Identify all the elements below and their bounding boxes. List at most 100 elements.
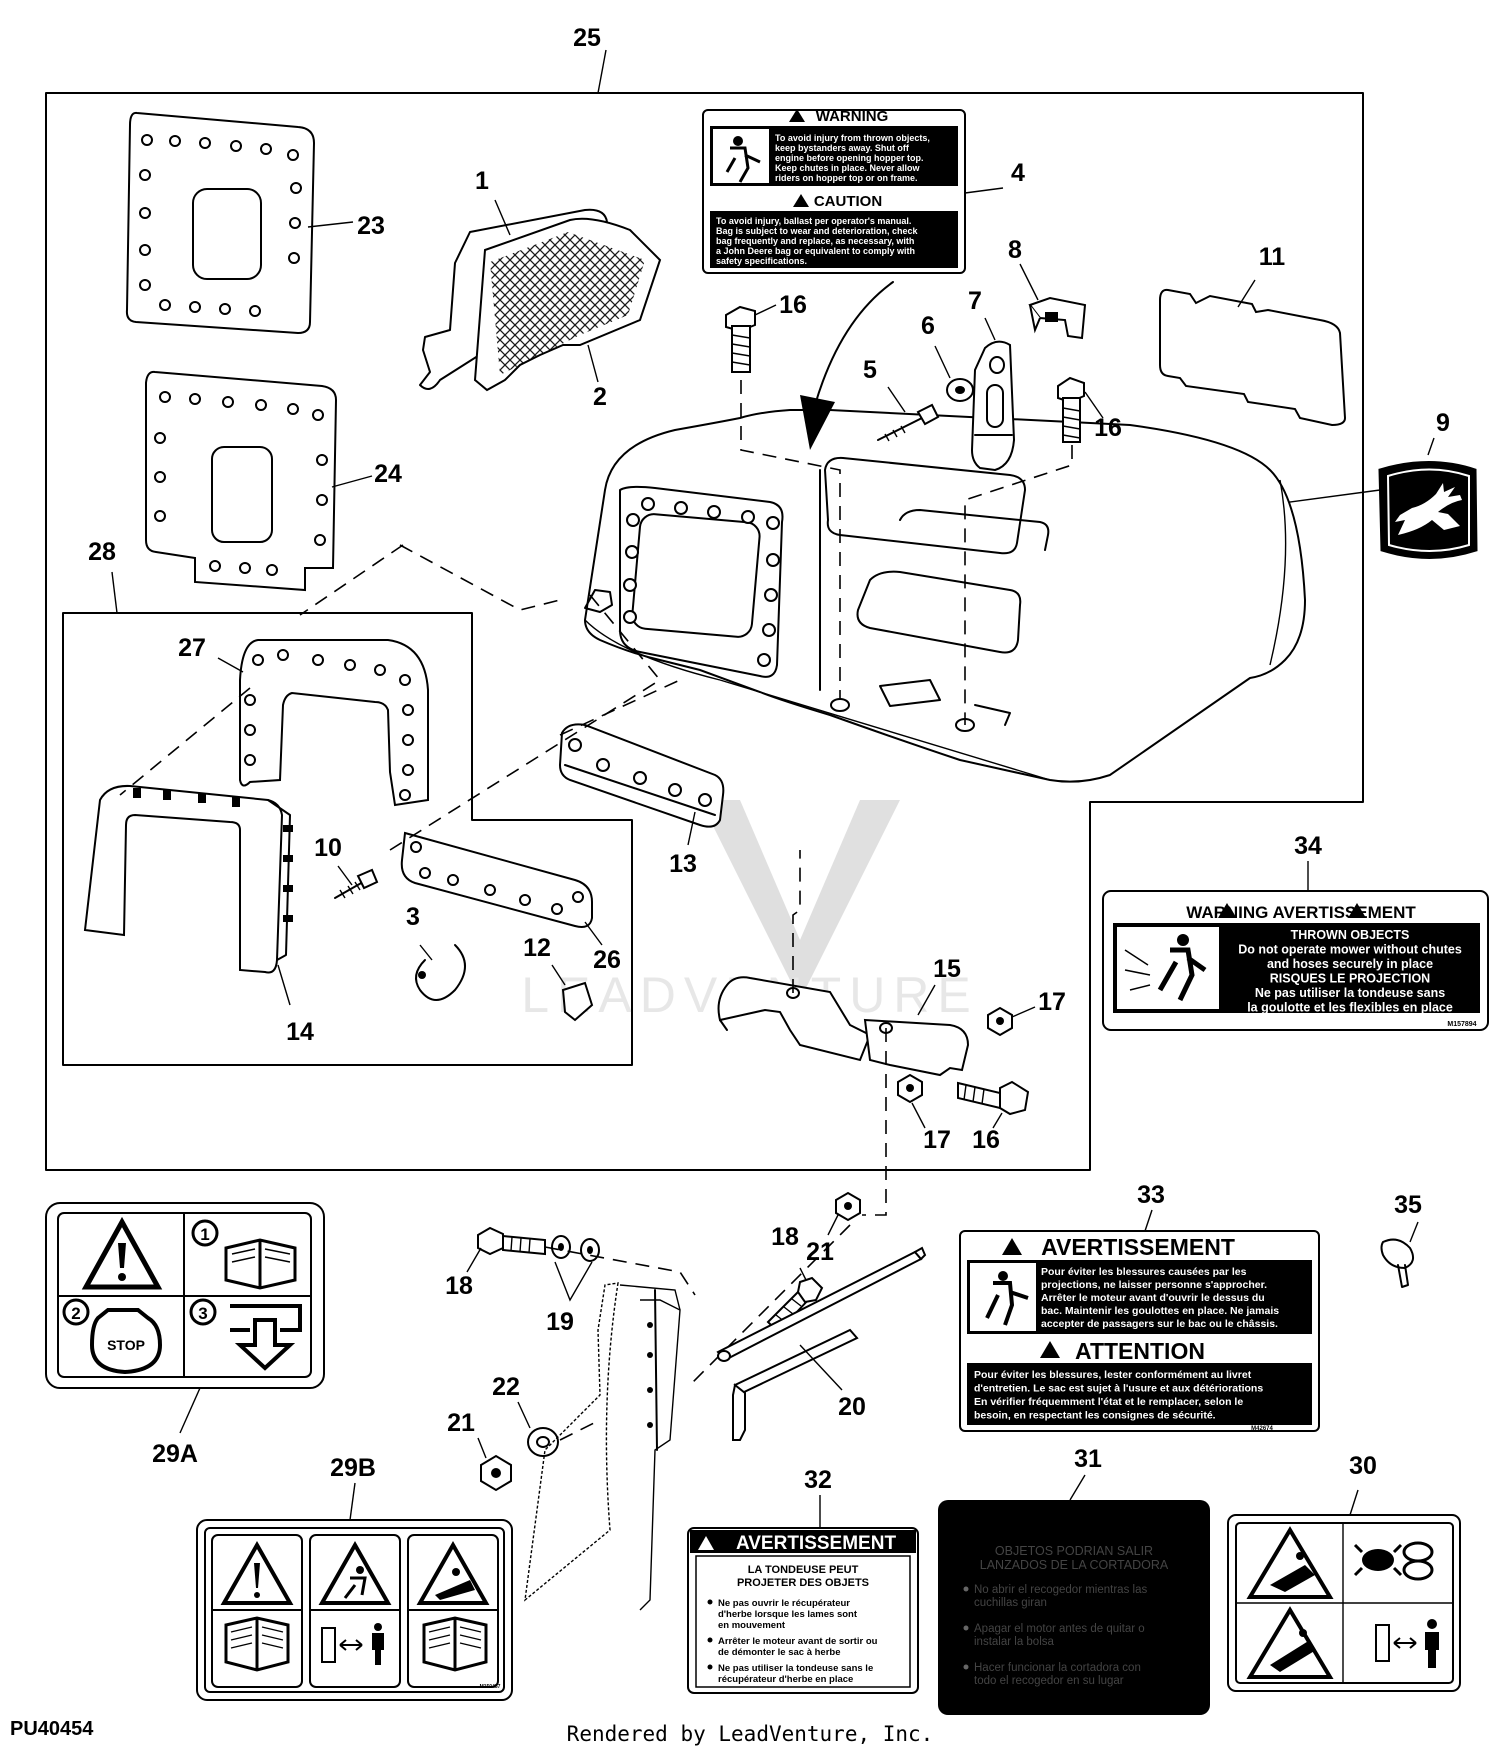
label-text-line: safety specifications. [716,256,807,266]
part-35-clip [1380,1238,1415,1288]
callout-21-bottom: 21 [447,1409,475,1437]
label-text-line: riders on hopper top or on frame. [775,173,918,183]
label-text-line: d'entretien. Le sac est sujet à l'usure … [974,1383,1263,1395]
callout-29b: 29B [330,1454,376,1482]
label-text-line: d'herbe lorsque les lames sont [718,1609,858,1620]
part-20-rod [716,1246,927,1441]
label-text-line: LANZADOS DE LA CORTADORA [980,1558,1169,1572]
callout-15: 15 [933,955,961,983]
label-30-blade-icons [1227,1514,1461,1692]
callout-21-top: 21 [806,1238,834,1266]
part-16-bolt-top [725,305,756,373]
callout-6: 6 [921,312,935,340]
label-text-line: RISQUES LE PROJECTION [1270,972,1430,986]
callout-16-bottom: 16 [972,1126,1000,1154]
callout-18-left: 18 [445,1272,473,1300]
label-33-avertissement: AVERTISSEMENT Pour éviter les blessures … [959,1230,1320,1432]
callout-2: 2 [593,383,607,411]
label-34-title: WARNING AVERTISSEMENT [1186,903,1416,922]
callout-26: 26 [593,946,621,974]
group-28-frame [62,612,633,1066]
bullet-dot [963,1664,969,1670]
callout-27: 27 [178,634,206,662]
callout-11: 11 [1259,243,1286,271]
label-34-part-number: M157894 [1447,1021,1476,1028]
hopper-top [583,409,1307,783]
label-29b-part-number: M150457 [480,1684,501,1690]
label-text-line: Ne pas utiliser la tondeuse sans [1255,986,1445,1000]
part-21-nut-top [835,1191,861,1222]
part-23-seal-plate [125,111,316,335]
callout-30: 30 [1349,1452,1377,1480]
callout-28: 28 [88,538,116,566]
label-33-title-1: AVERTISSEMENT [1041,1234,1235,1260]
part-11-gasket [1159,288,1347,427]
label-text-line: Arrêter le moteur avant de sortir ou [718,1636,878,1647]
label-text-line: To avoid injury from thrown objects, [775,133,930,143]
callout-10: 10 [314,834,342,862]
callout-12: 12 [523,934,551,962]
label-text-line: todo el recogedor en su lugar [974,1675,1124,1687]
bullet-dot [963,1586,969,1592]
label-text-line: engine before opening hopper top. [775,153,924,163]
callout-7: 7 [968,287,982,315]
part-16-bolt-right [1057,376,1085,443]
callout-13: 13 [669,850,697,878]
label-29b-safety-icons: M150457 [196,1519,513,1701]
callout-1: 1 [475,167,489,195]
label-29a-num-1: 1 [200,1225,209,1244]
label-text-line: En vérifier fréquemment l'état et le rem… [974,1396,1243,1408]
label-32-title: AVERTISSEMENT [736,1533,897,1554]
callout-4: 4 [1011,159,1025,187]
callout-14: 14 [286,1018,314,1046]
label-text-line: la goulotte et les flexibles en place [1247,1001,1453,1015]
label-text-line: a John Deere bag or equivalent to comply… [716,246,915,256]
callout-5: 5 [863,356,877,384]
part-16-bolt-bottom [957,1080,1030,1116]
bullet-dot [707,1664,713,1670]
label-text-line: en mouvement [718,1620,786,1631]
part-24-seal-plate [145,370,338,592]
part-8-clip [1028,296,1087,340]
callout-32: 32 [804,1466,832,1494]
callout-9: 9 [1436,409,1450,437]
part-3-ring [415,944,466,1001]
label-text-line: PROJETER DES OBJETS [737,1577,869,1589]
label-29a-num-2: 2 [71,1304,80,1323]
label-text-line: récupérateur d'herbe en place [718,1674,853,1685]
part-15-bracket [717,976,970,1077]
part-19-washers [551,1235,600,1262]
label-text-line: OBJETOS PODRIAN SALIR [995,1544,1153,1558]
label-text-line: Pour éviter les blessures causées par le… [1041,1266,1247,1278]
label-29a-stop: STOP [107,1337,145,1353]
label-text-line: Arrêter le moteur avant d'ouvrir le dess… [1041,1292,1265,1304]
bullet-dot [963,1625,969,1631]
part-10-rivet [334,868,379,899]
label-4-caution-title: CAUTION [814,193,882,210]
bullet-dot [707,1637,713,1643]
label-text-line: de démonter le sac à herbe [718,1647,841,1658]
part-21-nut-bottom [480,1454,512,1492]
callout-17-top: 17 [1038,988,1066,1016]
label-33-text-1: Pour éviter les blessures causées par le… [1041,1266,1279,1330]
label-text-line: Hacer funcionar la cortadora con [974,1662,1141,1674]
callout-33: 33 [1137,1181,1165,1209]
label-text-line: Do not operate mower without chutes [1238,943,1462,957]
label-text-line: THROWN OBJECTS [1291,928,1410,942]
label-33-text-2: Pour éviter les blessures, lester confor… [974,1369,1263,1422]
figure-id: PU40454 [10,1718,94,1740]
label-text-line: Ne pas utiliser la tondeuse sans le [718,1663,873,1674]
label-text-line: No abrir el recogedor mientras las [974,1584,1147,1596]
group-25-frame [45,92,1364,1171]
callout-18-right: 18 [771,1223,799,1251]
callout-3: 3 [406,903,420,931]
label-4-warning-caution: WARNING To avoid injury from thrown obje… [702,108,966,274]
part-6-washer [946,378,974,402]
footer-credit: Rendered by LeadVenture, Inc. [567,1722,934,1746]
label-text-line: keep bystanders away. Shut off [775,143,910,153]
